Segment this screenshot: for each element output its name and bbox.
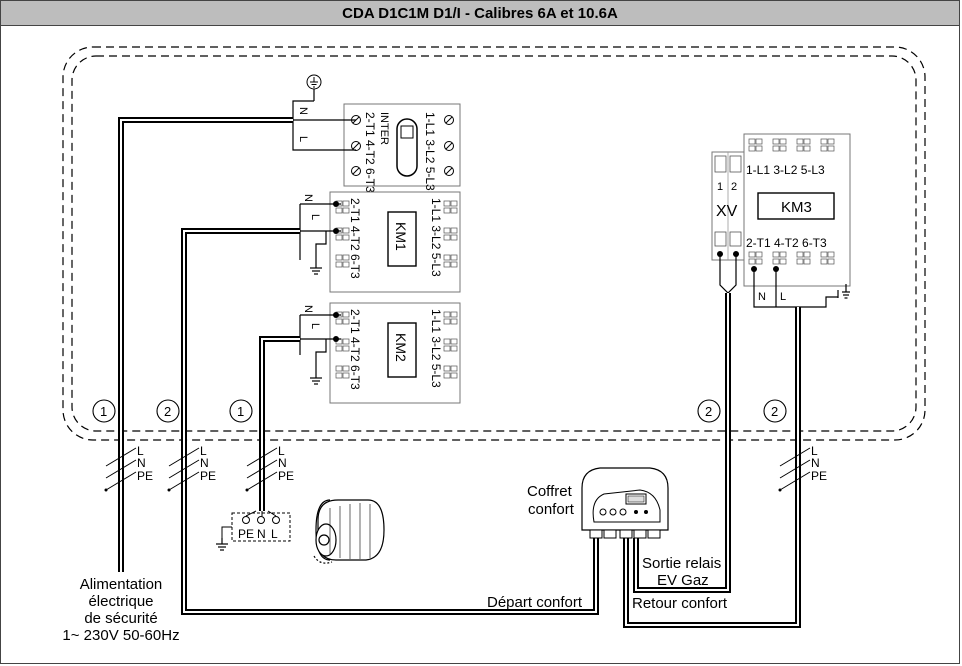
km3-l-label: L — [780, 291, 786, 303]
circle-marker-2c: 2 — [763, 399, 787, 423]
km1-contactor: KM1 2-T1 4-T2 6-T3 1-L1 3-L2 5-L3 — [329, 191, 461, 293]
diagram-title: CDA D1C1M D1/I - Calibres 6A et 10.6A — [1, 1, 959, 26]
coffret-label-1: Coffret — [527, 483, 573, 500]
km3-contactor: 1-L1 3-L2 5-L3 KM3 2-T1 4-T2 6-T3 — [743, 133, 851, 287]
retour-confort-label: Retour confort — [632, 595, 728, 612]
svg-text:N: N — [278, 456, 287, 470]
inter-line-bottom: 2-T1 4-T2 6-T3 — [363, 112, 377, 193]
circle-marker-1b: 1 — [229, 399, 253, 423]
inter-l-label: L — [297, 136, 309, 142]
km2-l-label: L — [309, 323, 321, 329]
svg-text:N: N — [200, 456, 209, 470]
supply-label-3: de sécurité — [84, 610, 157, 627]
svg-text:L: L — [278, 444, 285, 458]
sortie-relais-label: Sortie relais — [642, 555, 721, 572]
xv-name: XV — [716, 203, 738, 220]
km3-line-bottom: 2-T1 4-T2 6-T3 — [746, 236, 827, 250]
inter-name: INTER — [378, 112, 390, 145]
supply-label-4: 1~ 230V 50-60Hz — [62, 627, 179, 644]
supply-label-2: électrique — [88, 593, 153, 610]
svg-text:1: 1 — [100, 404, 107, 419]
ev-gaz-label: EV Gaz — [657, 572, 709, 589]
inter-n-label: N — [297, 107, 309, 115]
svg-text:1: 1 — [237, 404, 244, 419]
km1-name: KM1 — [393, 222, 409, 251]
cable-marker-2: L N PE — [167, 444, 216, 492]
svg-text:PE: PE — [811, 469, 827, 483]
coffret-label-2: confort — [528, 501, 575, 518]
km3-line-top: 1-L1 3-L2 5-L3 — [746, 163, 825, 177]
supply-label-1: Alimentation — [80, 576, 163, 593]
enclosure-inner — [71, 55, 917, 432]
xv-terminal-2: 2 — [731, 181, 737, 193]
km3-name: KM3 — [781, 199, 812, 216]
svg-text:2: 2 — [705, 404, 712, 419]
svg-text:2: 2 — [771, 404, 778, 419]
km2-n-label: N — [302, 305, 314, 313]
svg-text:PE: PE — [200, 469, 216, 483]
circle-marker-2b: 2 — [697, 399, 721, 423]
km3-n-label: N — [758, 291, 766, 303]
motor-terminal-block: PE N L — [231, 512, 291, 542]
svg-text:PE: PE — [278, 469, 294, 483]
enclosure-outer — [62, 46, 926, 441]
km2-line-top: 1-L1 3-L2 5-L3 — [429, 309, 443, 388]
xv-terminal: 1 2 XV — [711, 151, 745, 261]
circle-marker-1a: 1 — [92, 399, 116, 423]
svg-text:PE: PE — [137, 469, 153, 483]
km2-contactor: KM2 2-T1 4-T2 6-T3 1-L1 3-L2 5-L3 — [329, 302, 461, 404]
km1-line-bottom: 2-T1 4-T2 6-T3 — [348, 198, 362, 279]
km2-name: KM2 — [393, 333, 409, 362]
svg-text:N: N — [137, 456, 146, 470]
coffret-confort-box — [581, 467, 669, 539]
svg-text:L: L — [811, 444, 818, 458]
depart-confort-label: Départ confort — [487, 594, 583, 611]
svg-text:L: L — [137, 444, 144, 458]
inter-switch: 1-L1 3-L2 5-L3 2-T1 4-T2 6-T3 INTER — [343, 103, 461, 193]
cable-marker-1: L N PE — [104, 444, 153, 492]
km1-line-top: 1-L1 3-L2 5-L3 — [429, 198, 443, 277]
km1-n-label: N — [302, 194, 314, 202]
svg-text:L: L — [271, 527, 278, 541]
svg-text:L: L — [200, 444, 207, 458]
km1-l-label: L — [309, 214, 321, 220]
cable-marker-4: L N PE — [778, 444, 827, 492]
svg-text:N: N — [257, 527, 266, 541]
motor-icon — [313, 499, 385, 564]
svg-text:N: N — [811, 456, 820, 470]
svg-text:2: 2 — [164, 404, 171, 419]
xv-terminal-1: 1 — [717, 181, 723, 193]
inter-line-top: 1-L1 3-L2 5-L3 — [423, 112, 437, 191]
ground-icon — [306, 74, 322, 101]
cable-marker-3: L N PE — [245, 444, 294, 492]
svg-text:PE: PE — [238, 527, 254, 541]
km2-line-bottom: 2-T1 4-T2 6-T3 — [348, 309, 362, 390]
circle-marker-2a: 2 — [156, 399, 180, 423]
